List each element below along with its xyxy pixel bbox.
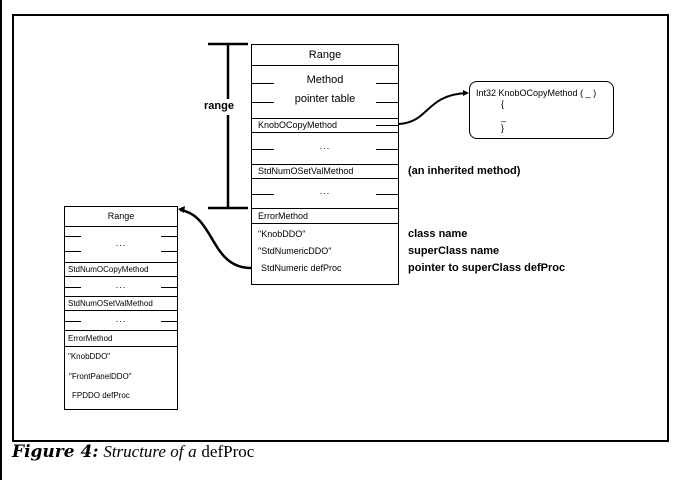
row-text: "KnobDDO"	[258, 229, 306, 239]
annotation-class-name: class name	[408, 228, 468, 240]
dash	[161, 236, 177, 237]
super-table-title: Range	[65, 207, 177, 227]
ellipsis: ...	[115, 238, 127, 248]
super-row-setval-method: StdNumOSetValMethod	[65, 297, 177, 311]
dash	[252, 194, 274, 195]
ellipsis: ...	[319, 186, 331, 196]
range-label: range	[204, 100, 234, 112]
superclass-range-table: Range ... StdNumOCopyMethod ... StdNumOS…	[64, 206, 178, 410]
method-pointer-table-region: Method pointer table	[252, 66, 398, 119]
dash	[376, 102, 398, 103]
row-text: StdNumOSetValMethod	[68, 299, 153, 308]
copy-method-arrow	[398, 92, 468, 125]
row-text: StdNumeric defProc	[261, 263, 342, 273]
dash	[376, 83, 398, 84]
caption-italic-article: a	[188, 442, 197, 461]
row-text: "StdNumericDDO"	[258, 246, 332, 256]
row-text: StdNumOCopyMethod	[68, 265, 149, 274]
code-line-4: }	[501, 123, 505, 133]
dash	[252, 102, 274, 103]
row-text: ErrorMethod	[68, 334, 113, 343]
super-row-ellipsis-3: ...	[65, 311, 177, 331]
figure-frame	[12, 14, 669, 442]
dash	[65, 321, 81, 322]
ellipsis: ...	[319, 141, 331, 151]
main-table-title: Range	[252, 45, 398, 66]
super-row-superclass-name: "FrontPanelDDO"	[65, 372, 177, 386]
row-text: "FrontPanelDDO"	[69, 372, 132, 381]
page-edge-rule	[0, 0, 2, 480]
main-row-error-method: ErrorMethod	[252, 209, 398, 224]
ellipsis: ...	[115, 280, 127, 290]
copy-method-arrowhead	[463, 90, 469, 96]
dash	[161, 321, 177, 322]
main-row-ellipsis-2: ...	[252, 179, 398, 209]
superclass-pointer-curve	[179, 208, 252, 270]
caption-figure-number: Figure 4:	[12, 442, 99, 462]
super-row-ellipsis-2: ...	[65, 277, 177, 297]
row-text: "KnobDDO"	[68, 352, 111, 361]
main-table-title-text: Range	[308, 49, 342, 61]
main-row-copy-method: KnobOCopyMethod	[252, 119, 398, 133]
dash	[161, 251, 177, 252]
main-row-setval-method: StdNumOSetValMethod	[252, 165, 398, 179]
method-label-line2: pointer table	[294, 93, 356, 105]
annotation-superclass-pointer: pointer to superClass defProc	[408, 262, 566, 274]
dash	[161, 287, 177, 288]
super-table-title-text: Range	[107, 211, 135, 221]
range-bracket	[208, 42, 248, 210]
row-text: StdNumOSetValMethod	[258, 166, 354, 176]
copy-method-code-box: Int32 KnobOCopyMethod ( _ ) { _ }	[469, 81, 614, 139]
superclass-arrowhead	[178, 206, 185, 213]
row-text: FPDDO defProc	[72, 391, 130, 400]
dash	[252, 149, 274, 150]
caption-italic-text: Structure of	[103, 442, 184, 461]
super-row-class-name: "KnobDDO"	[65, 352, 177, 366]
dash	[376, 125, 398, 126]
dash	[376, 194, 398, 195]
dash	[252, 83, 274, 84]
super-row-ellipsis-1: ...	[65, 227, 177, 263]
ellipsis: ...	[115, 314, 127, 324]
dash	[376, 149, 398, 150]
code-line-1: Int32 KnobOCopyMethod ( _ )	[476, 88, 597, 98]
code-line-3: _	[501, 112, 507, 122]
super-row-superclass-defproc: FPDDO defProc	[65, 391, 177, 405]
main-range-table: Range Method pointer table KnobOCopyMeth…	[251, 44, 399, 285]
main-row-class-name: "KnobDDO"	[252, 229, 398, 243]
row-text: KnobOCopyMethod	[258, 120, 338, 130]
code-line-2: {	[501, 99, 505, 109]
super-row-error-method: ErrorMethod	[65, 331, 177, 347]
annotation-inherited-method: (an inherited method)	[408, 165, 521, 177]
main-row-ellipsis-1: ...	[252, 133, 398, 165]
annotation-superclass-name: superClass name	[408, 245, 500, 257]
dash	[65, 287, 81, 288]
row-text: ErrorMethod	[258, 211, 309, 221]
main-row-superclass-name: "StdNumericDDO"	[252, 246, 398, 260]
dash	[65, 236, 81, 237]
main-row-superclass-defproc: StdNumeric defProc	[252, 263, 398, 277]
dash	[65, 251, 81, 252]
figure-caption: Figure 4: Structure of a defProc	[12, 442, 254, 462]
super-row-copy-method: StdNumOCopyMethod	[65, 263, 177, 277]
caption-roman-text: defProc	[201, 442, 255, 461]
method-label-line1: Method	[306, 74, 344, 86]
